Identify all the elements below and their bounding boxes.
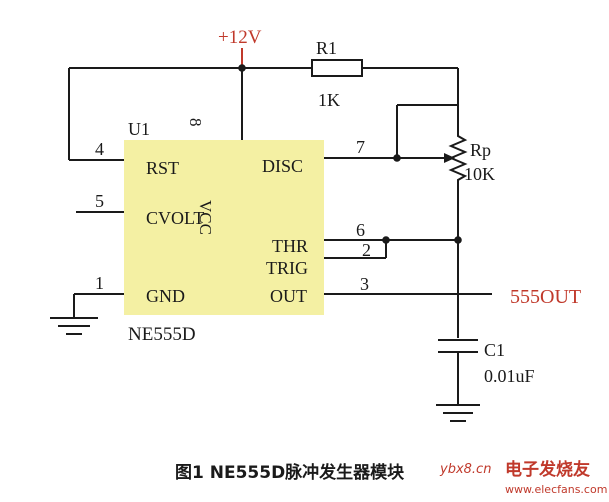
power-rail <box>69 48 458 140</box>
timing-node-wire <box>396 68 459 158</box>
disc-wire <box>324 154 444 162</box>
pin-num-disc: 7 <box>356 137 365 157</box>
pin-name-thr: THR <box>272 236 308 256</box>
pin-num-cvolt: 5 <box>95 191 104 211</box>
disc-junction <box>393 154 401 162</box>
ground-symbol-ic <box>50 317 98 335</box>
ic-ref: U1 <box>128 119 150 139</box>
pin-name-trig: TRIG <box>266 258 308 278</box>
watermark-site: ybx8.cn <box>439 462 491 477</box>
ic-part: NE555D <box>128 324 196 345</box>
c1-name: C1 <box>484 340 505 360</box>
rp-value: 10K <box>464 164 495 184</box>
pin-name-gnd: GND <box>146 286 185 306</box>
vcc-pin-number: 8 <box>186 118 205 127</box>
watermark-brand: 电子发烧友 <box>505 459 590 480</box>
cap-junction <box>454 236 462 244</box>
c1-capacitor <box>438 339 478 405</box>
pin-name-rst: RST <box>146 158 179 178</box>
thr-junction <box>382 236 390 244</box>
power-label: +12V <box>218 27 262 48</box>
c1-value: 0.01uF <box>484 366 535 386</box>
figure-caption: 图1 NE555D脉冲发生器模块 <box>175 462 405 483</box>
pin-name-disc: DISC <box>262 156 303 176</box>
pin-num-trig: 2 <box>362 240 371 260</box>
pin-num-thr: 6 <box>356 220 365 240</box>
r1-name: R1 <box>316 38 337 58</box>
pin-num-out: 3 <box>360 274 369 294</box>
watermark-url: www.elecfans.com <box>505 483 607 496</box>
rp-name: Rp <box>470 140 491 160</box>
output-label: 555OUT <box>510 286 581 308</box>
ne555-chip-body <box>124 140 324 315</box>
gnd-wire <box>73 293 124 318</box>
pin-num-gnd: 1 <box>95 273 104 293</box>
r1-resistor <box>311 59 363 77</box>
rp-potentiometer <box>448 130 468 188</box>
r1-value: 1K <box>318 90 340 110</box>
ground-symbol-c1 <box>436 404 480 422</box>
threshold-wire <box>324 188 462 338</box>
pin-name-out: OUT <box>270 286 307 306</box>
vcc-pin-name: VCC <box>196 200 215 235</box>
reset-wire <box>68 68 124 161</box>
rp-wiper-arrow <box>444 153 455 163</box>
pin-name-cvolt: CVOLT <box>146 208 204 228</box>
pin-num-rst: 4 <box>95 139 104 159</box>
power-junction <box>238 64 246 72</box>
